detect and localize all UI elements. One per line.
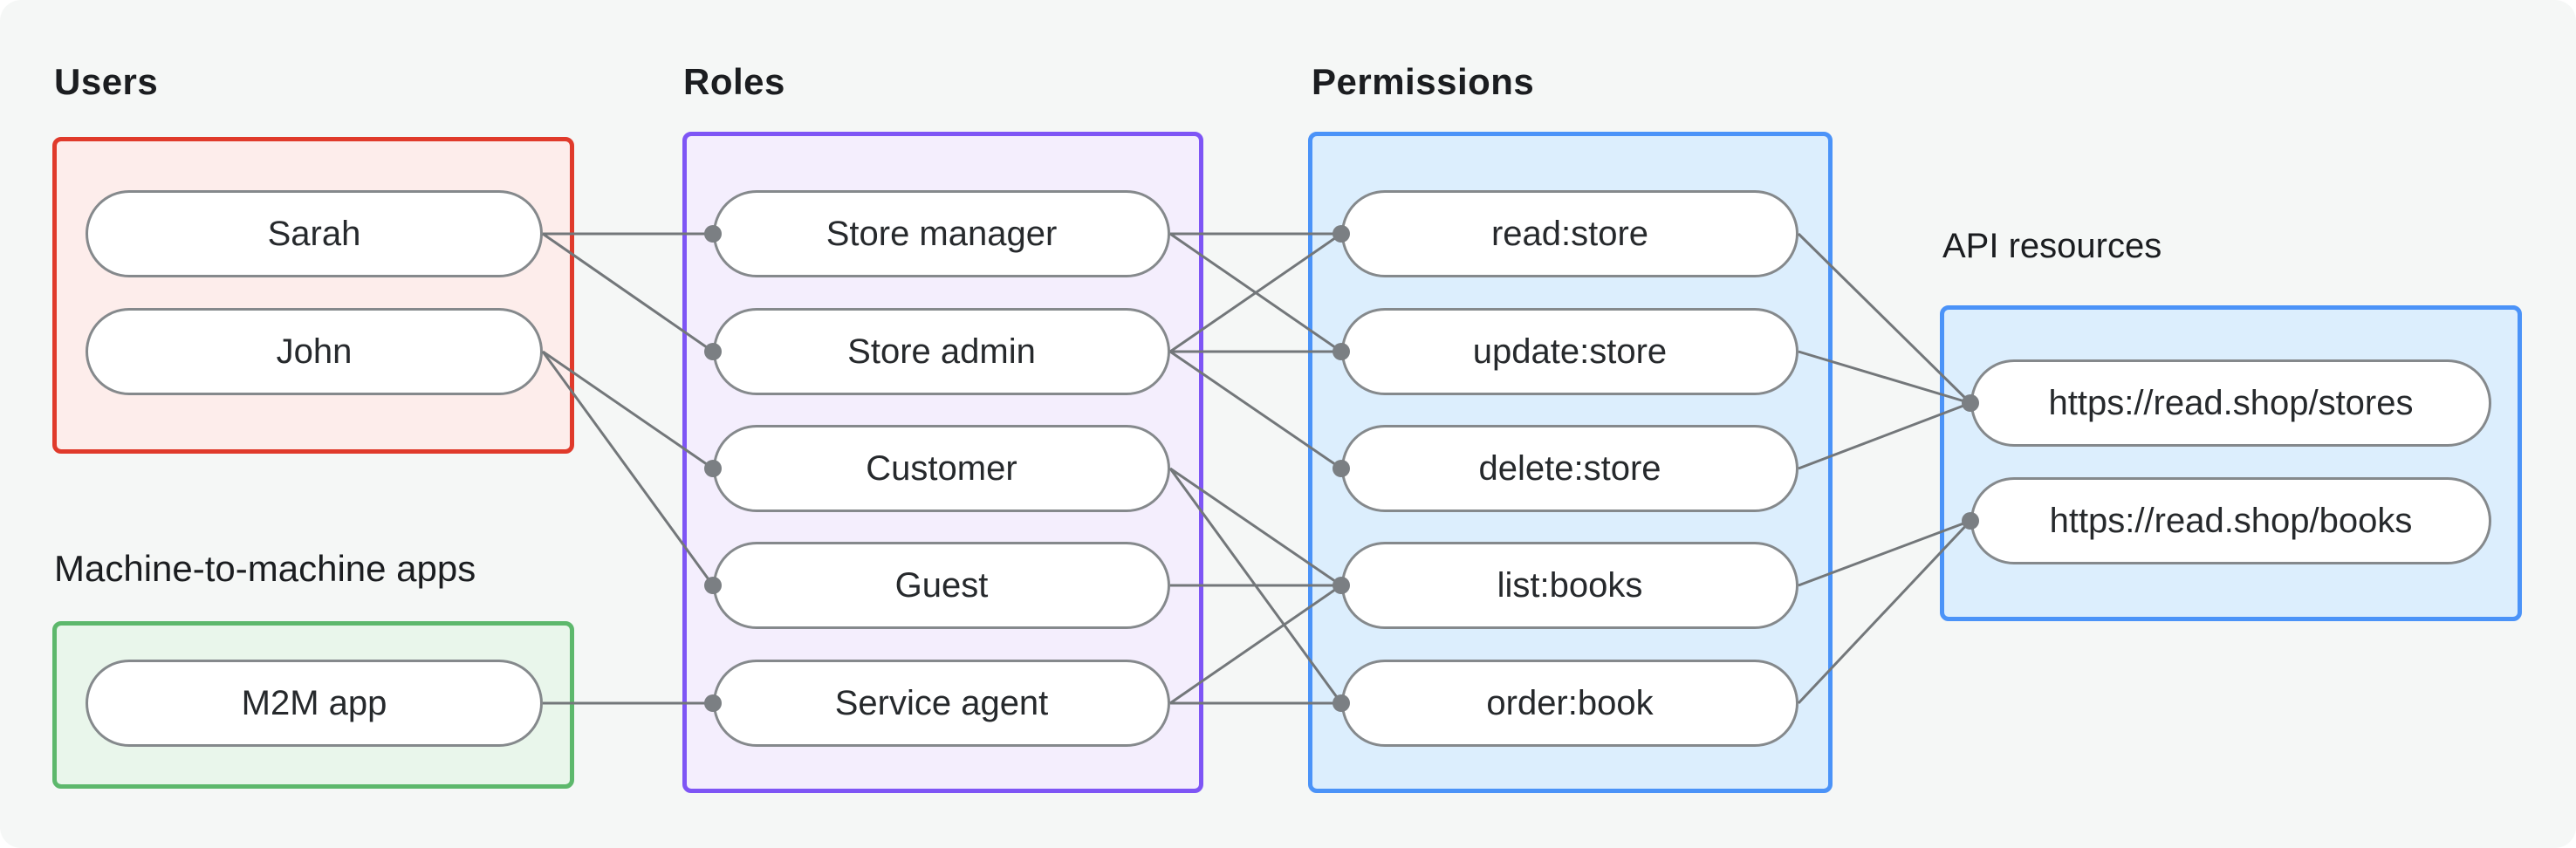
node-guest: Guest (713, 542, 1170, 629)
api-resources-group-box (1940, 305, 2522, 621)
node-order-book: order:book (1341, 660, 1798, 747)
node-store-admin: Store admin (713, 308, 1170, 395)
node-store-manager: Store manager (713, 190, 1170, 277)
node-update-store: update:store (1341, 308, 1798, 395)
node-books-api: https://read.shop/books (1970, 477, 2491, 564)
node-customer: Customer (713, 425, 1170, 512)
permissions-group-label: Permissions (1312, 61, 1535, 102)
node-delete-store: delete:store (1341, 425, 1798, 512)
users-group-label: Users (54, 61, 159, 102)
node-stores-api: https://read.shop/stores (1970, 359, 2491, 447)
roles-group-label: Roles (683, 61, 785, 102)
m2m-group-label: Machine-to-machine apps (54, 548, 476, 589)
api-resources-group-label: API resources (1942, 227, 2162, 265)
node-m2m-app: M2M app (86, 660, 543, 747)
node-list-books: list:books (1341, 542, 1798, 629)
node-sarah: Sarah (86, 190, 543, 277)
users-group-box (52, 137, 574, 454)
node-service-agent: Service agent (713, 660, 1170, 747)
node-john: John (86, 308, 543, 395)
node-read-store: read:store (1341, 190, 1798, 277)
